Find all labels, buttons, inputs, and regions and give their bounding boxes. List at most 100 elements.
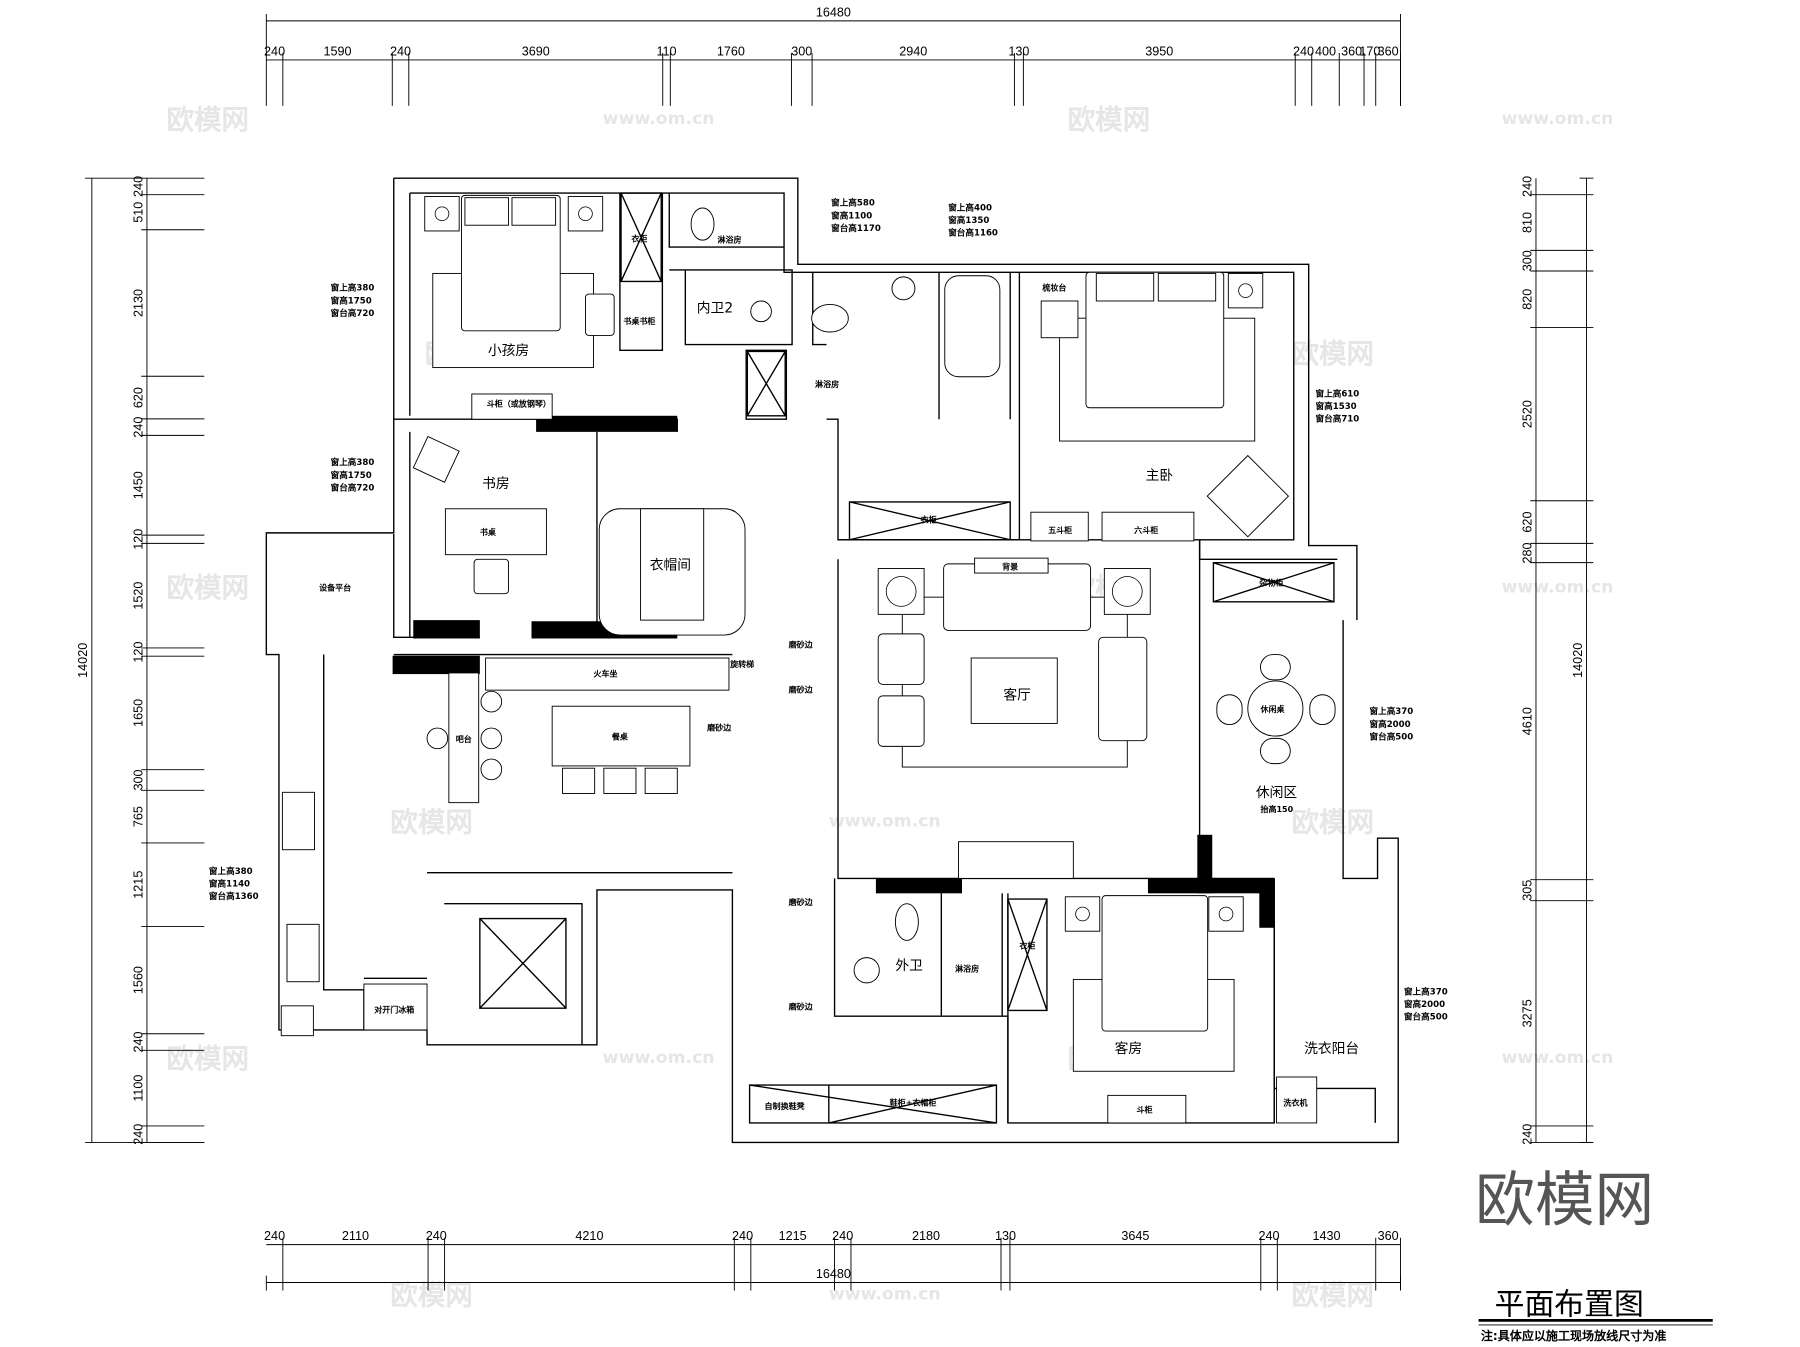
dimension-label: 300: [791, 44, 812, 58]
room-label: 内卫2: [697, 300, 733, 316]
dimension-label: 240: [1520, 176, 1534, 197]
nightstand: [567, 196, 604, 232]
watermark: www.om.cn: [603, 1048, 715, 1068]
svg-text:窗台高720: 窗台高720: [331, 307, 375, 319]
fixture-label: 自制换鞋凳: [765, 1101, 806, 1111]
dimension-label: 1650: [131, 699, 145, 727]
fixture-label: 衣柜: [631, 233, 647, 243]
pillow: [511, 197, 557, 226]
fixture-label: 梳妆台: [1041, 283, 1066, 293]
dimension-total-label: 14020: [1571, 643, 1585, 678]
leisure-table: [1247, 680, 1304, 737]
dimension-label: 620: [131, 387, 145, 408]
room-label: 洗衣阳台: [1304, 1041, 1359, 1057]
watermark: 欧模网: [1291, 1279, 1374, 1311]
dimension-label: 1215: [779, 1229, 807, 1243]
dimension-label: 1590: [324, 44, 352, 58]
side-table: [1103, 568, 1151, 615]
watermark: www.om.cn: [1502, 578, 1614, 598]
fixture-label: 磨砂边: [788, 684, 814, 694]
room-label: 衣帽间: [650, 558, 691, 574]
pillow: [1157, 272, 1217, 302]
dimension-label: 1560: [131, 966, 145, 994]
dimension-label: 2180: [912, 1229, 940, 1243]
dimension-label: 170: [1359, 44, 1380, 58]
dimension-label: 240: [131, 1124, 145, 1145]
dimension-label: 240: [426, 1229, 447, 1243]
dimension-label: 240: [1520, 1124, 1534, 1145]
fixture-label: 休闲桌: [1259, 704, 1285, 714]
watermark: 欧模网: [166, 572, 249, 604]
bathtub-icon: [944, 275, 1001, 378]
dimension-label: 240: [1259, 1229, 1280, 1243]
chair-icon: [603, 767, 637, 794]
chair-icon: [562, 767, 596, 794]
room-label: 设备平台: [319, 582, 351, 592]
watermark: www.om.cn: [1502, 1048, 1614, 1068]
fixture-label: 磨砂边: [706, 722, 732, 732]
dimension-label: 620: [1520, 512, 1534, 533]
dimension-label: 820: [1520, 289, 1534, 310]
fixture-label: 鞋柜+衣帽柜: [890, 1098, 937, 1108]
fixture-label: 对开门冰箱: [374, 1005, 414, 1015]
dimension-label: 3950: [1145, 44, 1173, 58]
watermark: 欧模网: [166, 1043, 249, 1075]
bar-counter: [448, 672, 480, 804]
fixture-label: 餐桌: [611, 732, 629, 742]
desk: [444, 508, 547, 556]
fixture-label: 书桌: [480, 527, 497, 537]
watermark: 欧模网: [1291, 338, 1374, 370]
dimension-label: 240: [732, 1229, 753, 1243]
fridge: [363, 983, 428, 1031]
fixture-label: 六斗柜: [1134, 525, 1158, 535]
dimension-label: 810: [1520, 212, 1534, 233]
fixture-label: 淋浴房: [955, 963, 979, 973]
dimension-label: 360: [1378, 44, 1399, 58]
dimension-total-label: 14020: [76, 643, 90, 678]
fixture-label: 斗柜: [1136, 1105, 1152, 1115]
tv-cabinet: [958, 841, 1074, 879]
nightstand: [1064, 896, 1101, 932]
drawing-title: 平面布置图: [1495, 1288, 1644, 1323]
sink-icon: [853, 957, 880, 984]
dimension-label: 3275: [1520, 999, 1534, 1027]
svg-text:窗台高500: 窗台高500: [1404, 1011, 1448, 1023]
chair-icon: [473, 558, 510, 595]
fixture-label: 磨砂边: [788, 1001, 814, 1011]
dimension-label: 240: [832, 1229, 853, 1243]
watermark: www.om.cn: [1502, 109, 1614, 129]
dimension-label: 3690: [522, 44, 550, 58]
dimension-label: 130: [1008, 44, 1029, 58]
room-label: 外卫: [895, 958, 923, 974]
sofa-icon: [1098, 636, 1148, 742]
room-label: 客厅: [1003, 686, 1031, 703]
pillow: [464, 197, 510, 226]
fixture-label: 淋浴房: [717, 234, 741, 244]
chair-icon: [1040, 300, 1079, 339]
dimension-label: 360: [1378, 1229, 1399, 1243]
watermark: 欧模网: [1068, 104, 1151, 136]
chest: [1107, 1094, 1187, 1124]
dimension-label: 300: [131, 769, 145, 790]
armchair-icon: [1206, 454, 1290, 538]
fixture-label: 淋浴房: [815, 379, 839, 389]
dimension-label: 3645: [1121, 1229, 1149, 1243]
room-label: 休闲区: [1256, 785, 1298, 801]
sink-icon: [281, 791, 315, 851]
fixture-label: 衣柜: [921, 515, 937, 525]
dimension-label: 1215: [131, 871, 145, 899]
fixture-label: 吧台: [456, 734, 472, 744]
svg-text:窗上高380: 窗上高380: [331, 456, 375, 468]
svg-text:窗高1350: 窗高1350: [948, 214, 989, 226]
watermark: 欧模网: [390, 1279, 473, 1311]
svg-text:窗高1140: 窗高1140: [209, 877, 250, 889]
watermark: 欧模网: [166, 104, 249, 136]
dimension-label: 240: [264, 1229, 285, 1243]
dimension-label: 2520: [1520, 400, 1534, 428]
bench-seat: [485, 657, 730, 691]
